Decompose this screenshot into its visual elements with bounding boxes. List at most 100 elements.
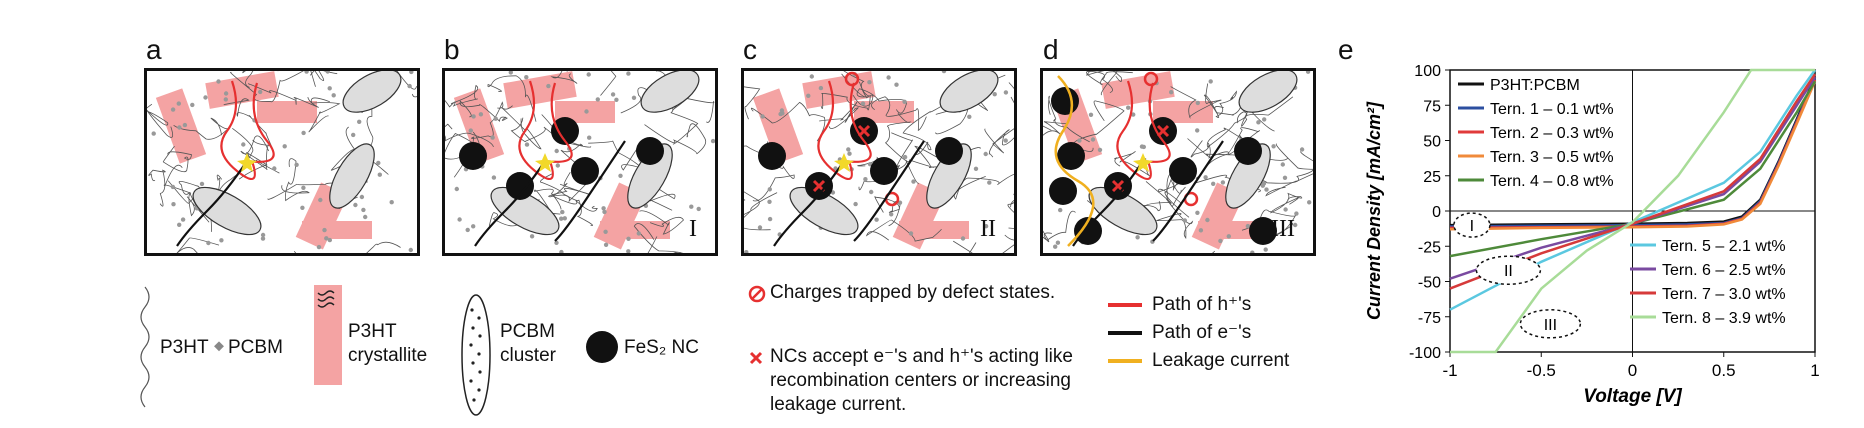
- polymer-chain: [550, 171, 598, 212]
- polymer-chain: [309, 71, 338, 81]
- morphology-panel-d: III: [1040, 68, 1316, 256]
- polymer-chain: [1048, 95, 1090, 143]
- pcbm-cluster-icon: [461, 294, 491, 416]
- pcbm-molecule: [874, 217, 879, 222]
- pcbm-molecule: [176, 101, 181, 106]
- region-marker: [1453, 212, 1491, 238]
- pcbm-molecule: [847, 151, 852, 156]
- polymer-chain: [445, 84, 479, 108]
- pcbm-molecule: [1220, 180, 1226, 185]
- polymer-chain: [984, 82, 1014, 154]
- pcbm-molecule: [603, 242, 609, 247]
- crystallite-region: [899, 221, 969, 239]
- x-tick-label: -0.5: [1527, 361, 1556, 380]
- polymer-chain: [1007, 193, 1014, 229]
- pcbm-molecule: [1003, 90, 1009, 95]
- polymer-chain: [1270, 192, 1303, 214]
- pcbm-molecule: [1293, 222, 1298, 228]
- pcbm-molecule: [902, 154, 908, 160]
- legend-entry: Tern. 5 – 2.1 wt%: [1662, 238, 1786, 255]
- y-tick-label: 75: [1423, 98, 1441, 115]
- polymer-chain: [501, 105, 542, 150]
- pcbm-molecule: [546, 83, 551, 89]
- hole-path: [544, 82, 573, 163]
- pcbm-molecule: [282, 144, 287, 149]
- polymer-chain: [1170, 83, 1222, 119]
- legend-p3ht: P3HT: [160, 337, 209, 358]
- y-tick-label: 100: [1414, 63, 1441, 80]
- polymer-chain: [988, 96, 1014, 158]
- pcbm-molecule: [867, 80, 872, 85]
- pcbm-molecule: [327, 86, 332, 91]
- morphology-panel-c: II: [741, 68, 1017, 256]
- panel-label-e: e: [1338, 34, 1354, 65]
- y-tick-label: -75: [1418, 310, 1441, 327]
- pcbm-cluster: [329, 143, 375, 209]
- pcbm-molecule: [377, 172, 382, 177]
- pcbm-molecule: [465, 227, 470, 233]
- pcbm-molecule: [1307, 200, 1312, 205]
- electron-path: [1152, 140, 1224, 242]
- pcbm-molecule: [376, 160, 381, 166]
- morphology-panel-a: [144, 68, 420, 256]
- pcbm-cluster: [627, 143, 673, 209]
- pcbm-molecule: [863, 177, 868, 182]
- pcbm-molecule: [241, 142, 246, 147]
- polymer-chain: [167, 180, 203, 213]
- pcbm-cluster: [1238, 71, 1298, 113]
- legend-entry: Tern. 2 – 0.3 wt%: [1490, 125, 1614, 142]
- pcbm-molecule: [1305, 71, 1311, 74]
- pcbm-molecule: [618, 173, 623, 178]
- morphology-drawing-b: [445, 71, 715, 253]
- region-label: II: [1504, 263, 1513, 280]
- pcbm-molecule: [359, 194, 365, 200]
- pcbm-molecule: [468, 128, 473, 133]
- fes2-nanocrystal: [935, 137, 963, 165]
- polymer-chain: [953, 173, 1014, 200]
- polymer-chain: [1164, 170, 1190, 218]
- panel-label-c: c: [743, 34, 757, 65]
- series-line: [1449, 76, 1817, 280]
- pcbm-molecule: [301, 130, 306, 136]
- fes2-nanocrystal: [459, 142, 487, 170]
- polymer-chain: [148, 169, 166, 207]
- pcbm-molecule: [833, 166, 838, 171]
- crystallite-region: [453, 88, 505, 164]
- polymer-chain: [216, 159, 280, 194]
- pcbm-molecule: [351, 132, 356, 138]
- y-tick-label: 50: [1423, 134, 1441, 151]
- legend-pcbm: PCBM: [228, 337, 283, 358]
- roman-label-II: II: [980, 216, 996, 242]
- pcbm-molecule: [897, 200, 903, 205]
- pcbm-molecule: [524, 142, 530, 147]
- pcbm-molecule: [562, 216, 567, 221]
- pcbm-molecule: [614, 97, 619, 102]
- polymer-chain: [459, 100, 508, 122]
- pcbm-molecule: [610, 92, 616, 97]
- pcbm-molecule: [587, 135, 592, 140]
- pcbm-molecule: [1058, 207, 1063, 213]
- pcbm-molecule: [767, 199, 772, 204]
- hole-path: [518, 80, 554, 181]
- pcbm-molecule: [860, 101, 866, 106]
- pcbm-molecule: [1090, 137, 1096, 142]
- y-tick-label: 25: [1423, 169, 1441, 186]
- pcbm-molecule: [1053, 244, 1058, 249]
- polymer-chain: [744, 86, 761, 120]
- polymer-chain: [445, 123, 494, 148]
- pcbm-molecule: [190, 102, 195, 108]
- polymer-chain: [902, 99, 952, 156]
- pcbm-molecule: [322, 227, 327, 233]
- pcbm-molecule: [1055, 240, 1061, 245]
- polymer-chain: [874, 196, 902, 227]
- region-label: III: [1544, 317, 1557, 334]
- pcbm-molecule: [1218, 238, 1223, 244]
- polymer-chain: [487, 75, 537, 122]
- morphology-drawing-d: [1043, 71, 1313, 253]
- pcbm-molecule: [1294, 211, 1299, 216]
- pcbm-molecule: [1135, 235, 1140, 240]
- polymer-chain: [281, 158, 310, 202]
- fes2-nanocrystal: [870, 157, 898, 185]
- polymer-chain: [366, 241, 401, 253]
- region-marker: [1519, 309, 1582, 339]
